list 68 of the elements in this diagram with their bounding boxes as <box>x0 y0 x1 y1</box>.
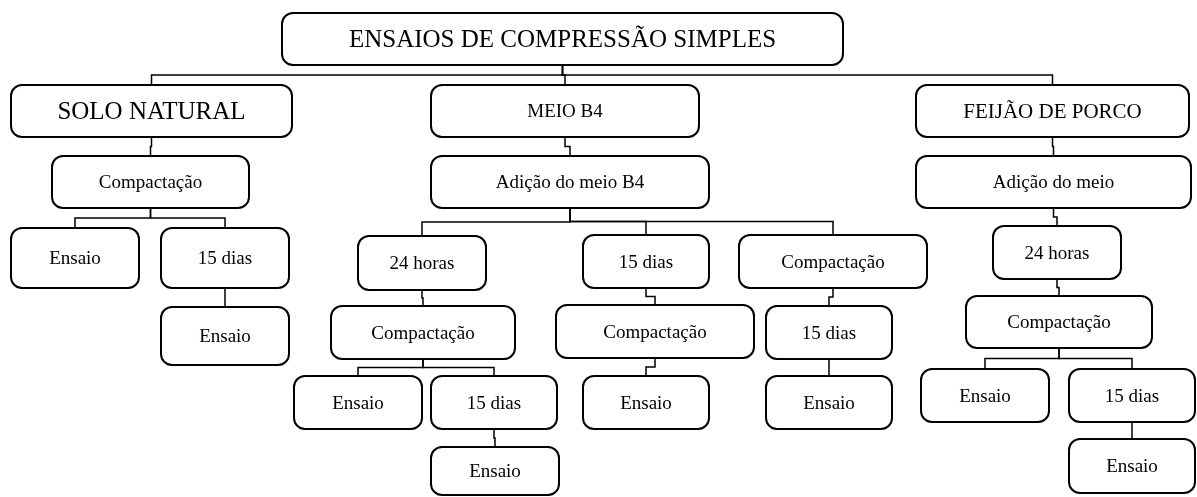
rounded-box <box>430 446 560 496</box>
rounded-box <box>160 306 290 366</box>
box-label: Compactação <box>603 319 707 344</box>
rounded-box <box>330 305 516 360</box>
box-label: Ensaio <box>199 324 251 348</box>
rounded-box <box>430 375 558 430</box>
connector-line <box>1052 208 1058 226</box>
connector-line <box>1058 348 1133 369</box>
box-label: Adição do meio B4 <box>495 170 645 194</box>
rounded-box <box>10 227 140 289</box>
rounded-box <box>357 235 487 291</box>
box-label: 15 dias <box>1104 383 1160 408</box>
connector-line <box>422 359 495 376</box>
box-label: 15 dias <box>801 320 857 345</box>
box-label: 15 dias <box>197 246 253 270</box>
connector-line <box>564 137 571 156</box>
connector-line <box>561 65 1054 85</box>
box-label: SOLO NATURAL <box>57 96 246 127</box>
connector-line <box>224 288 226 307</box>
connector-line <box>645 358 656 376</box>
box-label: Ensaio <box>1106 454 1158 478</box>
connector-line <box>569 208 834 235</box>
rounded-box <box>992 225 1122 280</box>
rounded-box <box>1068 368 1196 423</box>
connector-line <box>149 208 226 228</box>
rounded-box <box>430 155 710 209</box>
rounded-box <box>51 155 250 209</box>
box-label: 24 horas <box>389 251 455 275</box>
box-label: Ensaio <box>49 246 101 270</box>
rounded-box <box>555 304 755 359</box>
box-label: Ensaio <box>620 390 672 415</box>
box-label: Compactação <box>371 320 475 345</box>
connector-line <box>1131 422 1133 439</box>
rounded-box <box>915 155 1192 209</box>
rounded-box <box>10 84 293 138</box>
box-label: MEIO B4 <box>527 99 603 123</box>
box-label: 15 dias <box>618 249 674 274</box>
rounded-box <box>293 375 423 430</box>
connector-line <box>828 359 830 376</box>
rounded-box <box>582 375 710 430</box>
box-label: ENSAIOS DE COMPRESSÃO SIMPLES <box>348 24 777 55</box>
box-label: Ensaio <box>959 383 1011 408</box>
box-label: 15 dias <box>466 390 522 415</box>
rounded-box <box>765 305 893 360</box>
connector-line <box>1056 279 1060 296</box>
box-label: Ensaio <box>803 390 855 415</box>
rounded-box <box>160 227 290 289</box>
box-label: Ensaio <box>332 390 384 415</box>
rounded-box <box>915 84 1190 138</box>
box-label: Ensaio <box>469 459 521 483</box>
connector-line <box>421 290 424 306</box>
rounded-box <box>920 368 1050 423</box>
rounded-box <box>965 295 1153 349</box>
rounded-box <box>582 234 710 289</box>
box-label: Adição do meio <box>992 170 1115 194</box>
rounded-box <box>281 12 844 66</box>
box-label: FEIJÃO DE PORCO <box>963 97 1142 125</box>
connector-line <box>828 288 834 306</box>
connector-line <box>493 429 496 447</box>
box-label: Compactação <box>1007 310 1111 334</box>
box-label: Compactação <box>98 170 203 194</box>
connector-line <box>645 288 656 305</box>
box-label: Compactação <box>781 249 885 274</box>
rounded-box <box>738 234 928 289</box>
rounded-box <box>430 84 700 138</box>
box-label: 24 horas <box>1024 240 1090 265</box>
rounded-box <box>1068 438 1196 494</box>
rounded-box <box>765 375 893 430</box>
